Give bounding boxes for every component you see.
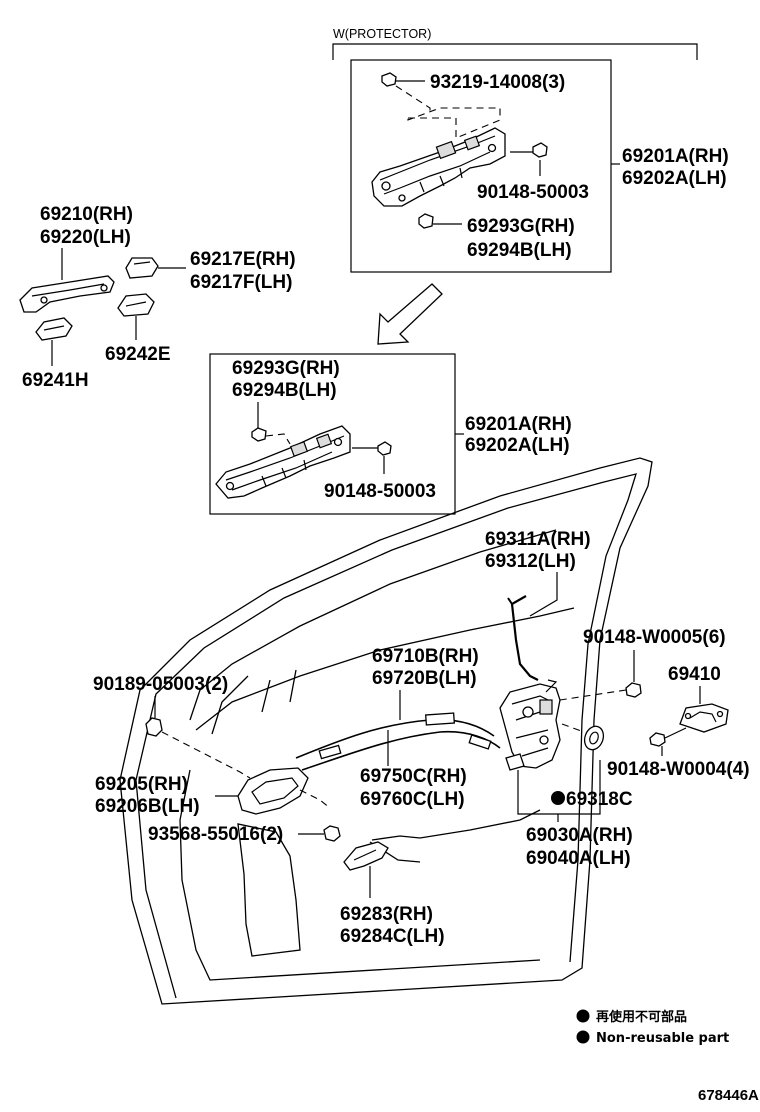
label-90148-50003-top: 90148-50003 bbox=[477, 182, 589, 203]
outer-handle-icon bbox=[19, 275, 115, 313]
legend-dot-en bbox=[576, 1030, 590, 1044]
label-90148-w0004: 90148-W0004(4) bbox=[607, 759, 750, 780]
label-69202a-top: 69202A(LH) bbox=[622, 168, 727, 189]
label-69750c: 69750C(RH) bbox=[360, 766, 467, 787]
door-outline bbox=[119, 457, 653, 1005]
striker-icon bbox=[679, 703, 729, 733]
protector-outline bbox=[407, 107, 501, 139]
diagram-id: 678446A bbox=[698, 1087, 759, 1104]
label-69242e: 69242E bbox=[105, 344, 171, 365]
label-69410: 69410 bbox=[668, 664, 721, 685]
label-69202a-mid: 69202A(LH) bbox=[465, 435, 570, 456]
protector-bracket: W(PROTECTOR) bbox=[332, 27, 698, 60]
label-69040a: 69040A(LH) bbox=[526, 848, 631, 869]
middle-frame-box: 69293G(RH) 69294B(LH) 90148-50003 bbox=[209, 353, 456, 515]
handle-cap-icon bbox=[125, 257, 186, 279]
protector-label: W(PROTECTOR) bbox=[333, 27, 431, 41]
screw-90148-w0004-icon bbox=[649, 727, 687, 756]
legend-dot-jp bbox=[576, 1009, 590, 1023]
seal-69318c-icon bbox=[561, 723, 605, 751]
label-93568-55016: 93568-55016(2) bbox=[148, 824, 283, 845]
label-69206b: 69206B(LH) bbox=[95, 796, 200, 817]
non-reusable-dot-69318c bbox=[551, 791, 565, 805]
lock-bracket-line bbox=[517, 760, 601, 815]
label-69293g-top: 69293G(RH) bbox=[467, 216, 575, 237]
label-69293g-mid: 69293G(RH) bbox=[232, 358, 340, 379]
label-69201a-mid: 69201A(RH) bbox=[465, 414, 572, 435]
inner-handle-icon bbox=[237, 767, 331, 815]
screw-90148-w0005-icon bbox=[559, 682, 642, 701]
label-69760c: 69760C(LH) bbox=[360, 789, 465, 810]
handle-frame-mid-icon bbox=[215, 425, 351, 499]
arrow-down-left-icon bbox=[377, 283, 443, 345]
top-box-border bbox=[350, 59, 612, 273]
label-69294b-mid: 69294B(LH) bbox=[232, 380, 337, 401]
cover-69293g-mid-icon bbox=[251, 427, 291, 445]
leader-69311a bbox=[529, 572, 558, 617]
label-69205: 69205(RH) bbox=[95, 774, 188, 795]
label-69210: 69210(RH) bbox=[40, 204, 133, 225]
screw-90148-top-icon bbox=[510, 142, 548, 176]
protector-bracket-line bbox=[332, 43, 698, 60]
clip-90189-icon bbox=[145, 717, 251, 779]
pad-69242e-icon bbox=[117, 293, 155, 340]
screw-90148-mid-icon bbox=[352, 441, 392, 474]
legend-text-jp: 再使用不可部品 bbox=[596, 1009, 687, 1025]
label-90148-50003-mid: 90148-50003 bbox=[324, 481, 436, 502]
label-93219-14008: 93219-14008(3) bbox=[430, 72, 565, 93]
label-69217e: 69217E(RH) bbox=[190, 249, 296, 270]
lock-rod-icon bbox=[507, 595, 539, 681]
label-69294b-top: 69294B(LH) bbox=[467, 240, 572, 261]
label-69284c: 69284C(LH) bbox=[340, 926, 445, 947]
bezel-69283-icon bbox=[343, 841, 389, 898]
screw-93568-icon bbox=[298, 825, 341, 842]
label-69030a: 69030A(RH) bbox=[526, 825, 633, 846]
label-69217f: 69217F(LH) bbox=[190, 272, 292, 293]
label-69312: 69312(LH) bbox=[485, 551, 576, 572]
top-frame-box: 93219-14008(3) 90148-50003 69293G(R bbox=[350, 59, 612, 273]
label-69201a-top: 69201A(RH) bbox=[622, 146, 729, 167]
label-69710b: 69710B(RH) bbox=[372, 646, 479, 667]
screw-93219-icon bbox=[381, 72, 431, 112]
legend: 再使用不可部品 Non-reusable part bbox=[576, 1009, 729, 1046]
cover-69293g-top-icon bbox=[418, 213, 462, 229]
label-69220: 69220(LH) bbox=[40, 227, 131, 248]
label-69318c: 69318C bbox=[566, 789, 633, 810]
label-69283: 69283(RH) bbox=[340, 904, 433, 925]
label-69720b: 69720B(LH) bbox=[372, 668, 477, 689]
pad-69241h-icon bbox=[35, 317, 73, 366]
label-69311a: 69311A(RH) bbox=[485, 529, 591, 550]
handle-frame-top-icon bbox=[371, 127, 506, 207]
label-90148-w0005: 90148-W0005(6) bbox=[583, 627, 726, 648]
label-90189-05003: 90189-05003(2) bbox=[93, 674, 228, 695]
door-lock-icon bbox=[499, 679, 561, 771]
cable-assembly-icon bbox=[295, 712, 501, 771]
label-69241h: 69241H bbox=[22, 370, 89, 391]
legend-text-en: Non-reusable part bbox=[596, 1031, 729, 1046]
